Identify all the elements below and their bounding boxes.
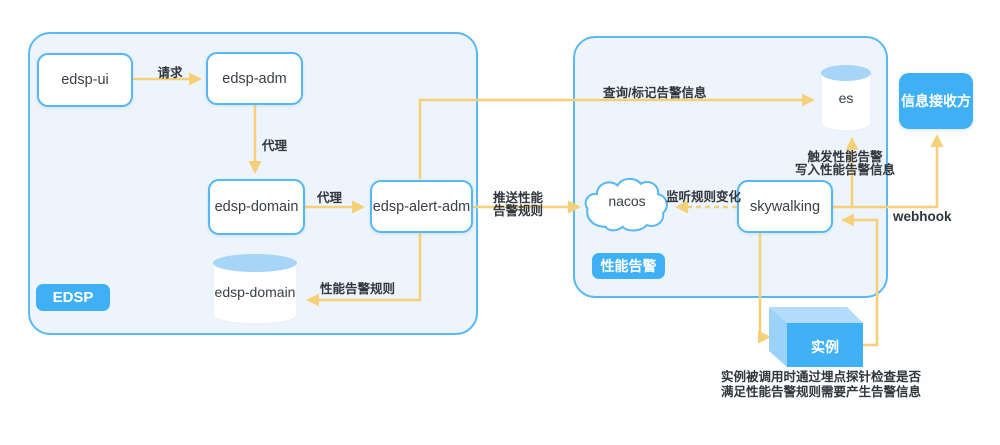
node-edsp-adm-label: edsp-adm — [222, 70, 287, 87]
edge-label-request: 请求 — [157, 66, 183, 80]
cube-icon — [769, 307, 863, 367]
database-cylinder-icon — [212, 254, 298, 325]
edge-label-webhook: webhook — [893, 209, 952, 224]
nacos-label: nacos — [608, 193, 646, 209]
edge-label-perf-rule-store: 性能告警规则 — [320, 282, 396, 296]
instance-note: 实例被调用时通过埋点探针检查是否 满足性能告警规则需要产生告警信息 — [715, 370, 927, 399]
edge-label-trigger-line1: 触发性能告警 — [807, 150, 883, 164]
edge-label-proxy-2: 代理 — [317, 191, 343, 205]
performance-alert-badge-label: 性能告警 — [600, 258, 657, 274]
es-label: es — [838, 90, 854, 106]
es-database-cylinder: es — [820, 64, 872, 133]
edge-label-trigger-write: 触发性能告警 写入性能告警信息 — [794, 151, 896, 177]
edsp-domain-db-label: edsp-domain — [214, 284, 296, 300]
node-edsp-ui: edsp-ui — [37, 53, 133, 107]
edge-label-listen-rule-change: 监听规则变化 — [666, 190, 742, 204]
node-edsp-ui-label: edsp-ui — [61, 72, 109, 88]
edge-label-trigger-line2: 写入性能告警信息 — [794, 163, 895, 177]
edge-label-proxy-1: 代理 — [262, 139, 288, 153]
cloud-icon — [584, 175, 670, 233]
instance-note-line1: 实例被调用时通过埋点探针检查是否 — [720, 370, 921, 384]
edsp-badge-label: EDSP — [52, 289, 94, 306]
edge-label-push-rules-line2: 告警规则 — [492, 204, 543, 218]
node-edsp-adm: edsp-adm — [206, 52, 303, 105]
node-edsp-domain-label: edsp-domain — [214, 199, 299, 215]
edsp-domain-database-cylinder: edsp-domain — [211, 252, 299, 326]
performance-alert-badge: 性能告警 — [592, 253, 665, 279]
node-edsp-domain: edsp-domain — [208, 179, 305, 235]
edge-label-query-mark: 查询/标记告警信息 — [603, 86, 707, 100]
node-skywalking: skywalking — [737, 180, 833, 233]
node-edsp-alert-adm-label: edsp-alert-adm — [372, 198, 471, 215]
nacos-cloud: nacos — [584, 175, 670, 233]
message-receiver-label: 信息接收方 — [901, 93, 971, 109]
instance-label: 实例 — [811, 339, 839, 355]
database-cylinder-icon — [820, 65, 872, 132]
edge-label-push-rules: 推送性能 告警规则 — [486, 192, 550, 218]
node-skywalking-label: skywalking — [749, 198, 821, 215]
message-receiver-box: 信息接收方 — [899, 73, 973, 129]
instance-note-line2: 满足性能告警规则需要产生告警信息 — [720, 384, 921, 399]
instance-cube: 实例 — [763, 305, 881, 369]
edge-label-push-rules-line1: 推送性能 — [492, 191, 543, 205]
edsp-badge: EDSP — [36, 284, 110, 311]
node-edsp-alert-adm: edsp-alert-adm — [370, 180, 473, 233]
